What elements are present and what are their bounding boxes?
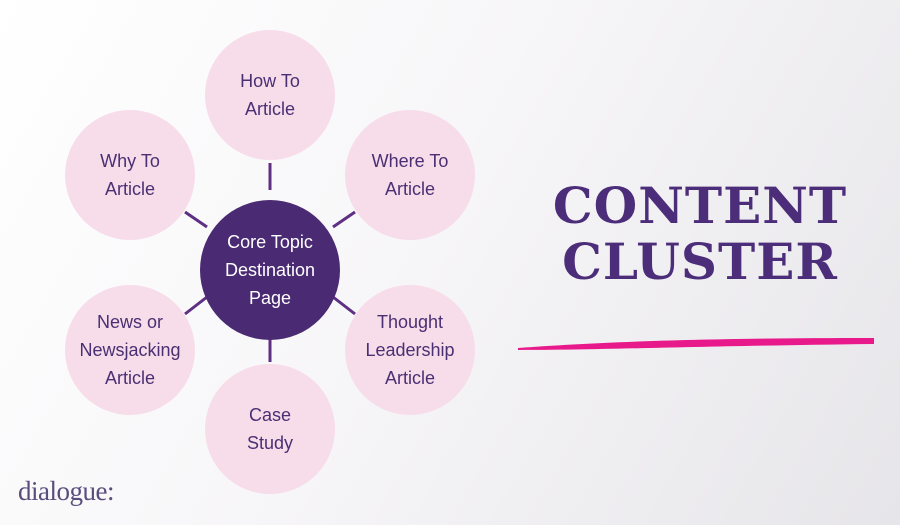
node-news-article: News or Newsjacking Article: [65, 285, 195, 415]
node-how-to-article: How To Article: [205, 30, 335, 160]
node-why-to-article: Why To Article: [65, 110, 195, 240]
brand-logo: dialogue:: [18, 476, 114, 506]
node-where-to-article: Where To Article: [345, 110, 475, 240]
connector-why-to: [184, 210, 208, 229]
connector-where-to: [332, 210, 356, 229]
node-case-study: Case Study: [205, 364, 335, 494]
node-thought-leadership-article: Thought Leadership Article: [345, 285, 475, 415]
title-line-1: CONTENT: [552, 176, 848, 235]
connector-thought-leadership: [332, 295, 356, 316]
connector-news: [184, 295, 208, 316]
pink-underline-stroke: [518, 338, 874, 350]
title-line-2: CLUSTER: [562, 232, 838, 291]
hub-core-topic: Core Topic Destination Page: [200, 200, 340, 340]
